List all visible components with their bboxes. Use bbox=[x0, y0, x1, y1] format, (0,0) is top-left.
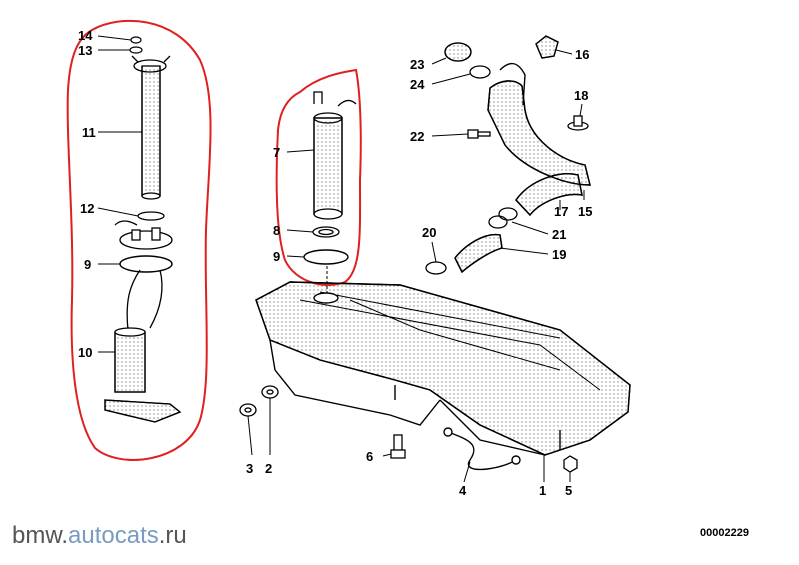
highlight-outline-left bbox=[66, 19, 212, 461]
part-11-sending-unit-tube bbox=[131, 55, 171, 200]
callout-17: 17 bbox=[554, 204, 568, 219]
part-20-clamp bbox=[425, 261, 447, 275]
part-21-clamp bbox=[488, 207, 518, 229]
part-7-sender bbox=[313, 91, 357, 220]
part-filler-neck-tube bbox=[487, 62, 591, 186]
callout-12: 12 bbox=[80, 201, 94, 216]
part-16-clip bbox=[535, 35, 559, 59]
callout-14: 14 bbox=[78, 28, 93, 43]
callout-19: 19 bbox=[552, 247, 566, 262]
callout-9-middle: 9 bbox=[273, 249, 280, 264]
callout-20: 20 bbox=[422, 225, 436, 240]
callout-16: 16 bbox=[575, 47, 589, 62]
callout-7: 7 bbox=[273, 145, 280, 160]
callout-2: 2 bbox=[265, 461, 272, 476]
part-2-3-nut-washer bbox=[239, 385, 279, 417]
part-13-14-nut-washer bbox=[129, 36, 143, 54]
callout-22: 22 bbox=[410, 129, 424, 144]
callout-24: 24 bbox=[410, 77, 425, 92]
watermark-suffix: .ru bbox=[158, 522, 187, 549]
diagram-id: 00002229 bbox=[700, 527, 749, 539]
watermark: bmw.autocats.ru bbox=[12, 522, 187, 550]
callout-4: 4 bbox=[459, 483, 467, 498]
callout-9-left: 9 bbox=[84, 257, 91, 272]
callout-15: 15 bbox=[578, 204, 592, 219]
part-9-seal-ring-middle bbox=[303, 249, 349, 265]
part-22-bolt bbox=[467, 129, 491, 139]
callout-3: 3 bbox=[246, 461, 253, 476]
watermark-prefix: bmw. bbox=[12, 522, 69, 549]
part-5-nut bbox=[563, 455, 578, 473]
part-1-fuel-tank bbox=[255, 281, 631, 456]
part-17-hose bbox=[515, 173, 583, 217]
part-19-hose bbox=[454, 233, 503, 274]
callout-5: 5 bbox=[565, 483, 572, 498]
callout-13: 13 bbox=[78, 43, 92, 58]
callout-18: 18 bbox=[574, 88, 588, 103]
callout-6: 6 bbox=[366, 449, 373, 464]
part-4-vent-pipe bbox=[443, 427, 521, 471]
part-flange-pump bbox=[114, 220, 173, 250]
part-12-gasket bbox=[137, 211, 165, 221]
part-6-bolt bbox=[390, 434, 406, 459]
callout-10: 10 bbox=[78, 345, 92, 360]
part-10-fuel-pump bbox=[104, 269, 182, 423]
callout-8: 8 bbox=[273, 223, 280, 238]
part-9-seal-ring-left bbox=[119, 255, 173, 273]
leader-lines bbox=[97, 35, 585, 483]
part-8-seal bbox=[312, 226, 340, 238]
callout-1: 1 bbox=[539, 483, 546, 498]
callout-23: 23 bbox=[410, 57, 424, 72]
callout-11: 11 bbox=[82, 125, 96, 140]
highlight-outline-middle bbox=[275, 68, 362, 286]
watermark-highlight: autocats bbox=[68, 522, 159, 549]
part-23-24-filler-cap-seal bbox=[444, 42, 491, 79]
callout-21: 21 bbox=[552, 227, 566, 242]
part-18-grommet bbox=[567, 115, 589, 131]
